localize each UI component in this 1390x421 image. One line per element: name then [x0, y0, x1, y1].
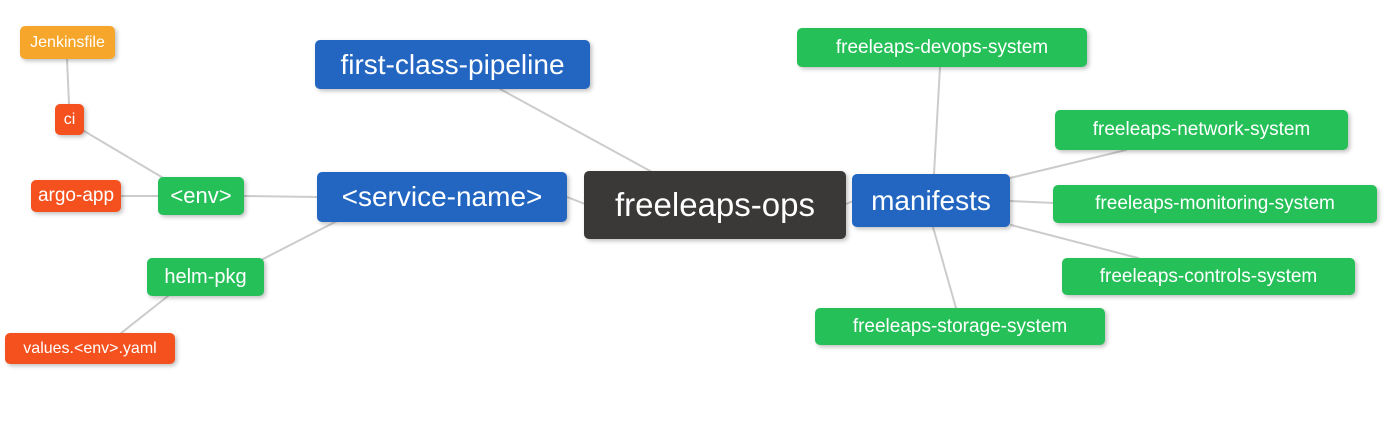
node-values-env-yaml[interactable]: values.<env>.yaml: [5, 333, 175, 364]
edge-jenkinsfile-ci: [66, 58, 70, 105]
edge-manifests-controls: [1010, 224, 1139, 259]
node-freeleaps-ops-root[interactable]: freeleaps-ops: [584, 171, 846, 239]
edge-ops-manifests: [845, 200, 854, 205]
edge-ci-env: [83, 130, 166, 180]
node-ci[interactable]: ci: [55, 104, 84, 135]
node-freeleaps-monitoring-system[interactable]: freeleaps-monitoring-system: [1053, 185, 1377, 223]
node-freeleaps-network-system[interactable]: freeleaps-network-system: [1055, 110, 1348, 150]
edge-values-helm-pkg: [119, 295, 169, 335]
node-first-class-pipeline[interactable]: first-class-pipeline: [315, 40, 590, 89]
node-argo-app[interactable]: argo-app: [31, 180, 121, 212]
node-freeleaps-storage-system[interactable]: freeleaps-storage-system: [815, 308, 1105, 345]
edge-manifests-storage: [932, 226, 957, 309]
edge-manifests-network: [1009, 149, 1127, 179]
edge-manifests-devops: [933, 66, 941, 175]
node-freeleaps-controls-system[interactable]: freeleaps-controls-system: [1062, 258, 1355, 295]
node-env[interactable]: <env>: [158, 177, 244, 215]
edge-service-name-ops: [566, 196, 586, 205]
node-jenkinsfile[interactable]: Jenkinsfile: [20, 26, 115, 59]
edge-pipeline-ops: [499, 88, 653, 173]
edge-helm-pkg-service-name: [262, 220, 338, 260]
node-service-name[interactable]: <service-name>: [317, 172, 567, 222]
node-manifests[interactable]: manifests: [852, 174, 1010, 227]
edge-manifests-monitoring: [1009, 200, 1055, 204]
edge-env-service-name: [243, 195, 318, 198]
node-helm-pkg[interactable]: helm-pkg: [147, 258, 264, 296]
node-freeleaps-devops-system[interactable]: freeleaps-devops-system: [797, 28, 1087, 67]
